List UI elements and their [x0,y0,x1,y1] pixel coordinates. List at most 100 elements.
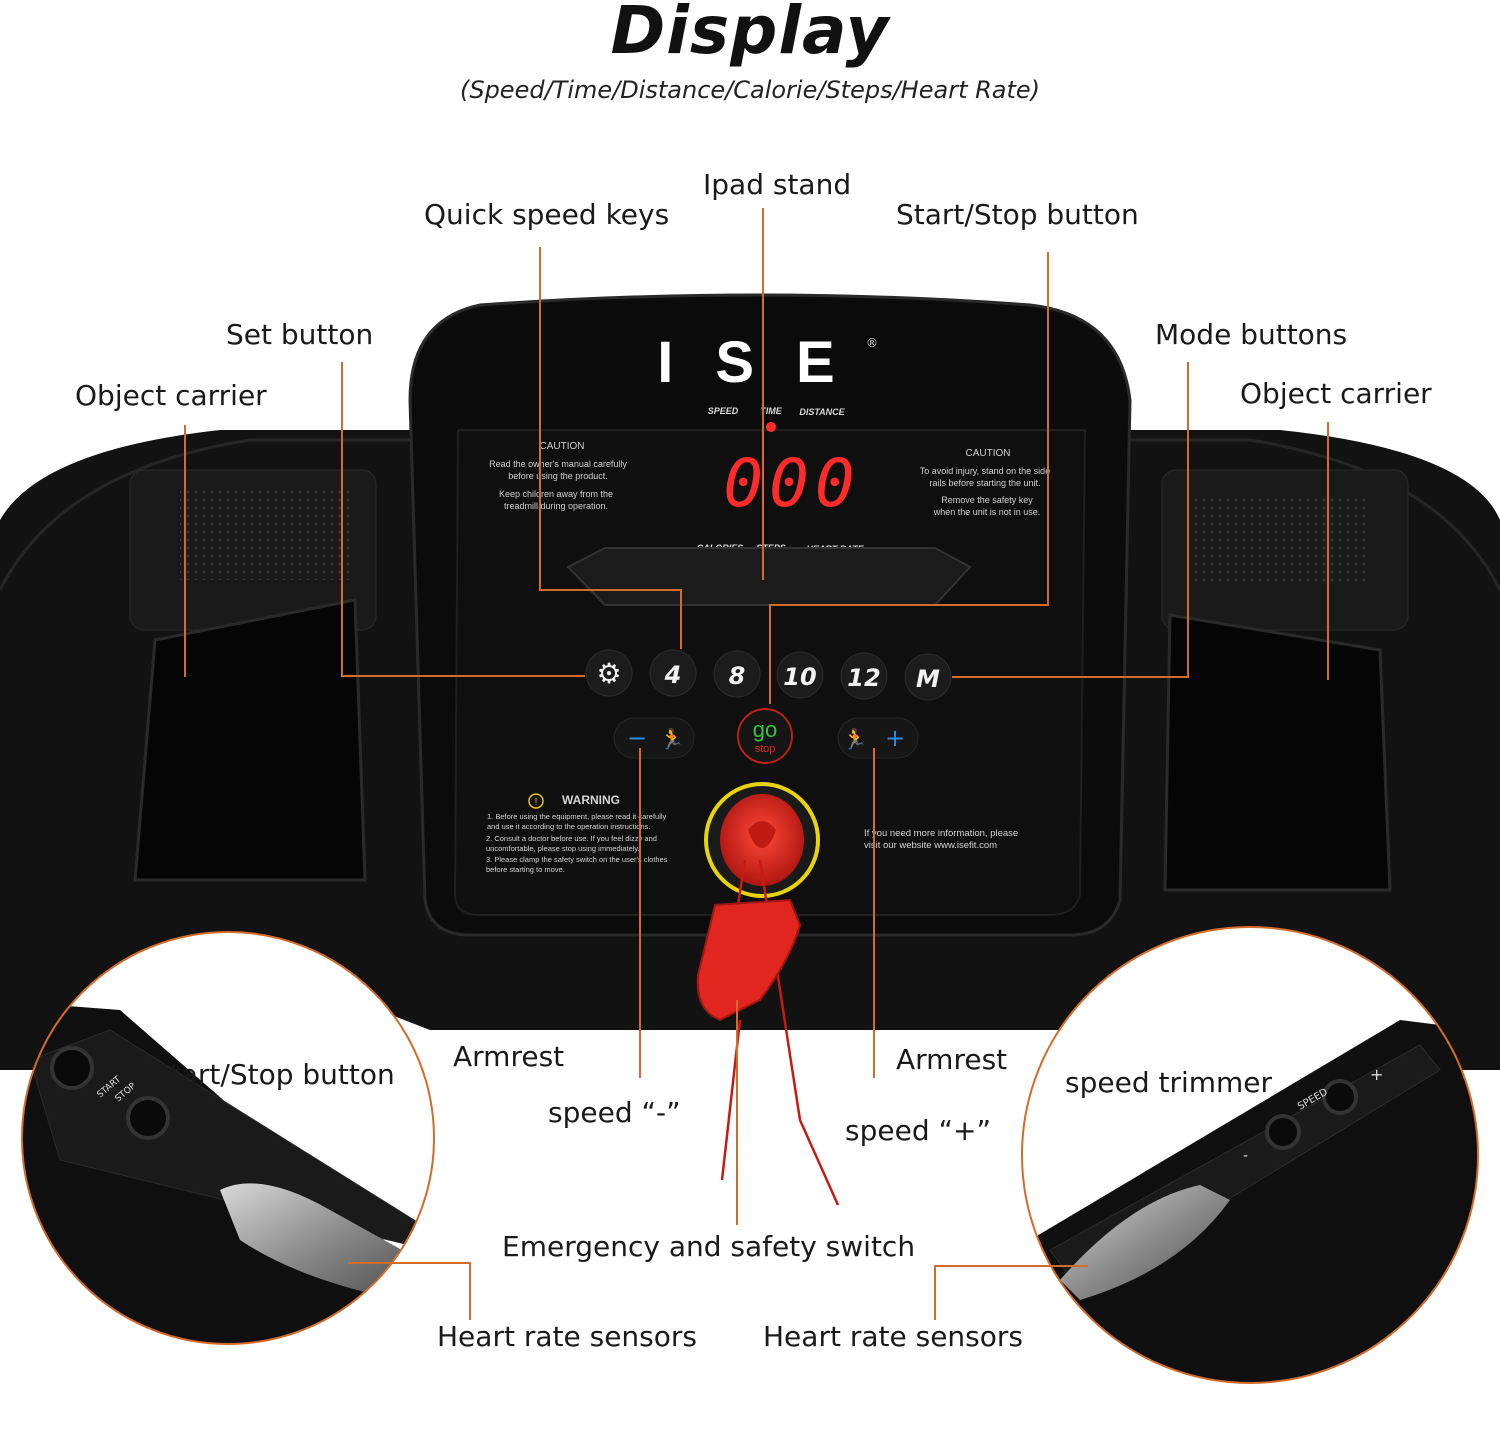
label-object-carrier-right: Object carrier [1240,377,1432,410]
runner-icon: 🏃 [660,727,685,751]
label-mode-buttons: Mode buttons [1155,318,1348,351]
svg-text:3. Please clamp the safety swi: 3. Please clamp the safety switch on the… [486,855,668,864]
svg-text:If you need more information,: If you need more information, please [864,828,1018,839]
leader-set-button [341,362,343,676]
svg-text:treadmill during operation.: treadmill during operation. [504,501,608,511]
svg-text:2. Consult a doctor before use: 2. Consult a doctor before use. If you f… [486,834,657,843]
label-heart-rate-right: Heart rate sensors [763,1320,1023,1353]
warning-icon [528,793,544,809]
svg-text:To avoid injury, stand on the: To avoid injury, stand on the side [920,466,1050,476]
label-heart-rate-left: Heart rate sensors [437,1320,697,1353]
go-stop-button[interactable]: go stop [737,708,793,764]
caution-right: CAUTION To avoid injury, stand on the si… [920,448,1050,517]
label-armrest-right: Armrest [896,1043,1008,1076]
svg-text:Keep children away from the: Keep children away from the [499,489,613,499]
ipad-stand [566,547,972,606]
leader-start-stop [1047,252,1049,606]
page-title: Display [610,0,890,69]
object-carrier-left-tray [133,598,367,882]
svg-text:WARNING: WARNING [562,793,620,807]
label-start-stop-inset: Start/Stop button [152,1058,395,1091]
svg-text:before using the product.: before using the product. [508,471,608,481]
minus-icon: − [627,724,647,752]
label-speed-plus: speed “+” [845,1114,991,1147]
leader-ipad-stand [762,208,764,580]
svg-text:12: 12 [847,664,880,692]
speed-key-12[interactable] [840,652,888,700]
svg-text:!: ! [535,797,538,808]
label-ipad-stand: Ipad stand [703,168,852,201]
leader-mode-buttons [1187,362,1189,678]
inset-right: SPEED + - [1022,927,1478,1383]
svg-text:-: - [1243,1148,1248,1164]
safety-switch[interactable] [696,782,840,1206]
svg-text:M: M [916,665,940,693]
inset-stop-button[interactable] [126,1096,170,1140]
label-start-stop-button: Start/Stop button [896,198,1139,231]
speed-plus-group[interactable]: 🏃 + [837,717,919,759]
leader-emergency [736,1000,738,1225]
inset-left: START STOP [22,932,434,1344]
svg-text:CAUTION: CAUTION [966,448,1011,459]
leader-speed-minus [639,748,641,1078]
warning-block: ! WARNING 1. Before using the equipment,… [486,793,668,874]
svg-text:1. Before using the equipment,: 1. Before using the equipment, please re… [487,812,667,821]
leader-object-carrier-right [1327,422,1329,680]
svg-text:when the unit is not in use.: when the unit is not in use. [933,507,1041,517]
svg-text:CAUTION: CAUTION [540,441,585,452]
svg-text:visit our website www.isefit.c: visit our website www.isefit.com [864,840,997,851]
label-object-carrier-left: Object carrier [75,379,267,412]
label-speed-trimmer: speed trimmer [1065,1066,1273,1099]
inset-right-heart-sensor [1060,1185,1230,1300]
label-speed-minus: speed “-” [548,1096,681,1129]
indicator-distance: DISTANCE [799,407,845,417]
speed-key-4[interactable] [649,649,697,697]
speed-key-8[interactable] [713,650,761,698]
brand-logo: ISE [657,330,877,395]
svg-text:+: + [1370,1065,1383,1084]
inset-start-button[interactable] [50,1046,94,1090]
inset-speed-minus-button[interactable] [1265,1114,1301,1150]
speed-key-10[interactable] [776,651,824,699]
caution-left: CAUTION Read the owner's manual carefull… [489,441,627,511]
plus-icon: + [885,724,905,752]
mode-button[interactable] [904,653,952,701]
leader-speed-plus [873,748,875,1078]
object-carrier-right-tray [1163,613,1392,892]
svg-text:Read the owner's manual carefu: Read the owner's manual carefully [489,459,627,469]
svg-text:8: 8 [729,662,746,690]
label-set-button: Set button [226,318,374,351]
label-quick-speed-keys: Quick speed keys [424,198,670,231]
runner-icon: 🏃 [843,727,868,751]
set-button[interactable] [585,649,633,697]
display-readout: 000 [723,445,860,522]
indicator-led [766,422,776,432]
svg-text:4: 4 [664,661,682,689]
brand-registered-mark: ® [866,336,878,350]
leader-quick-speed [539,247,541,590]
indicator-speed: SPEED [708,406,739,416]
speed-minus-group[interactable]: − 🏃 [613,717,695,759]
inset-speed-plus-button[interactable] [1322,1079,1358,1115]
leader-heart-right [934,1265,1088,1267]
label-armrest-left: Armrest [453,1040,565,1073]
indicator-time: TIME [760,406,782,416]
leader-object-carrier-left [184,425,186,677]
leader-heart-left [348,1262,470,1264]
svg-text:stop: stop [755,743,776,755]
key-row: ⚙ 4 8 10 12 M [585,649,952,701]
label-emergency-switch: Emergency and safety switch [502,1230,916,1263]
inset-left-heart-sensor [220,1183,420,1300]
svg-text:uncomfortable, please stop usi: uncomfortable, please stop using immedia… [486,844,640,853]
svg-text:and use it according to the op: and use it according to the operation in… [487,822,650,831]
svg-text:before starting to move.: before starting to move. [486,865,565,874]
gear-icon: ⚙ [596,657,621,690]
svg-text:rails before starting the unit: rails before starting the unit. [929,478,1040,488]
svg-text:Remove the safety key: Remove the safety key [941,495,1033,505]
svg-text:10: 10 [783,663,816,691]
safety-clip [696,898,802,1022]
svg-text:go: go [753,717,777,742]
info-block: If you need more information, please vis… [864,828,1018,851]
page-subtitle: (Speed/Time/Distance/Calorie/Steps/Heart… [459,76,1041,104]
